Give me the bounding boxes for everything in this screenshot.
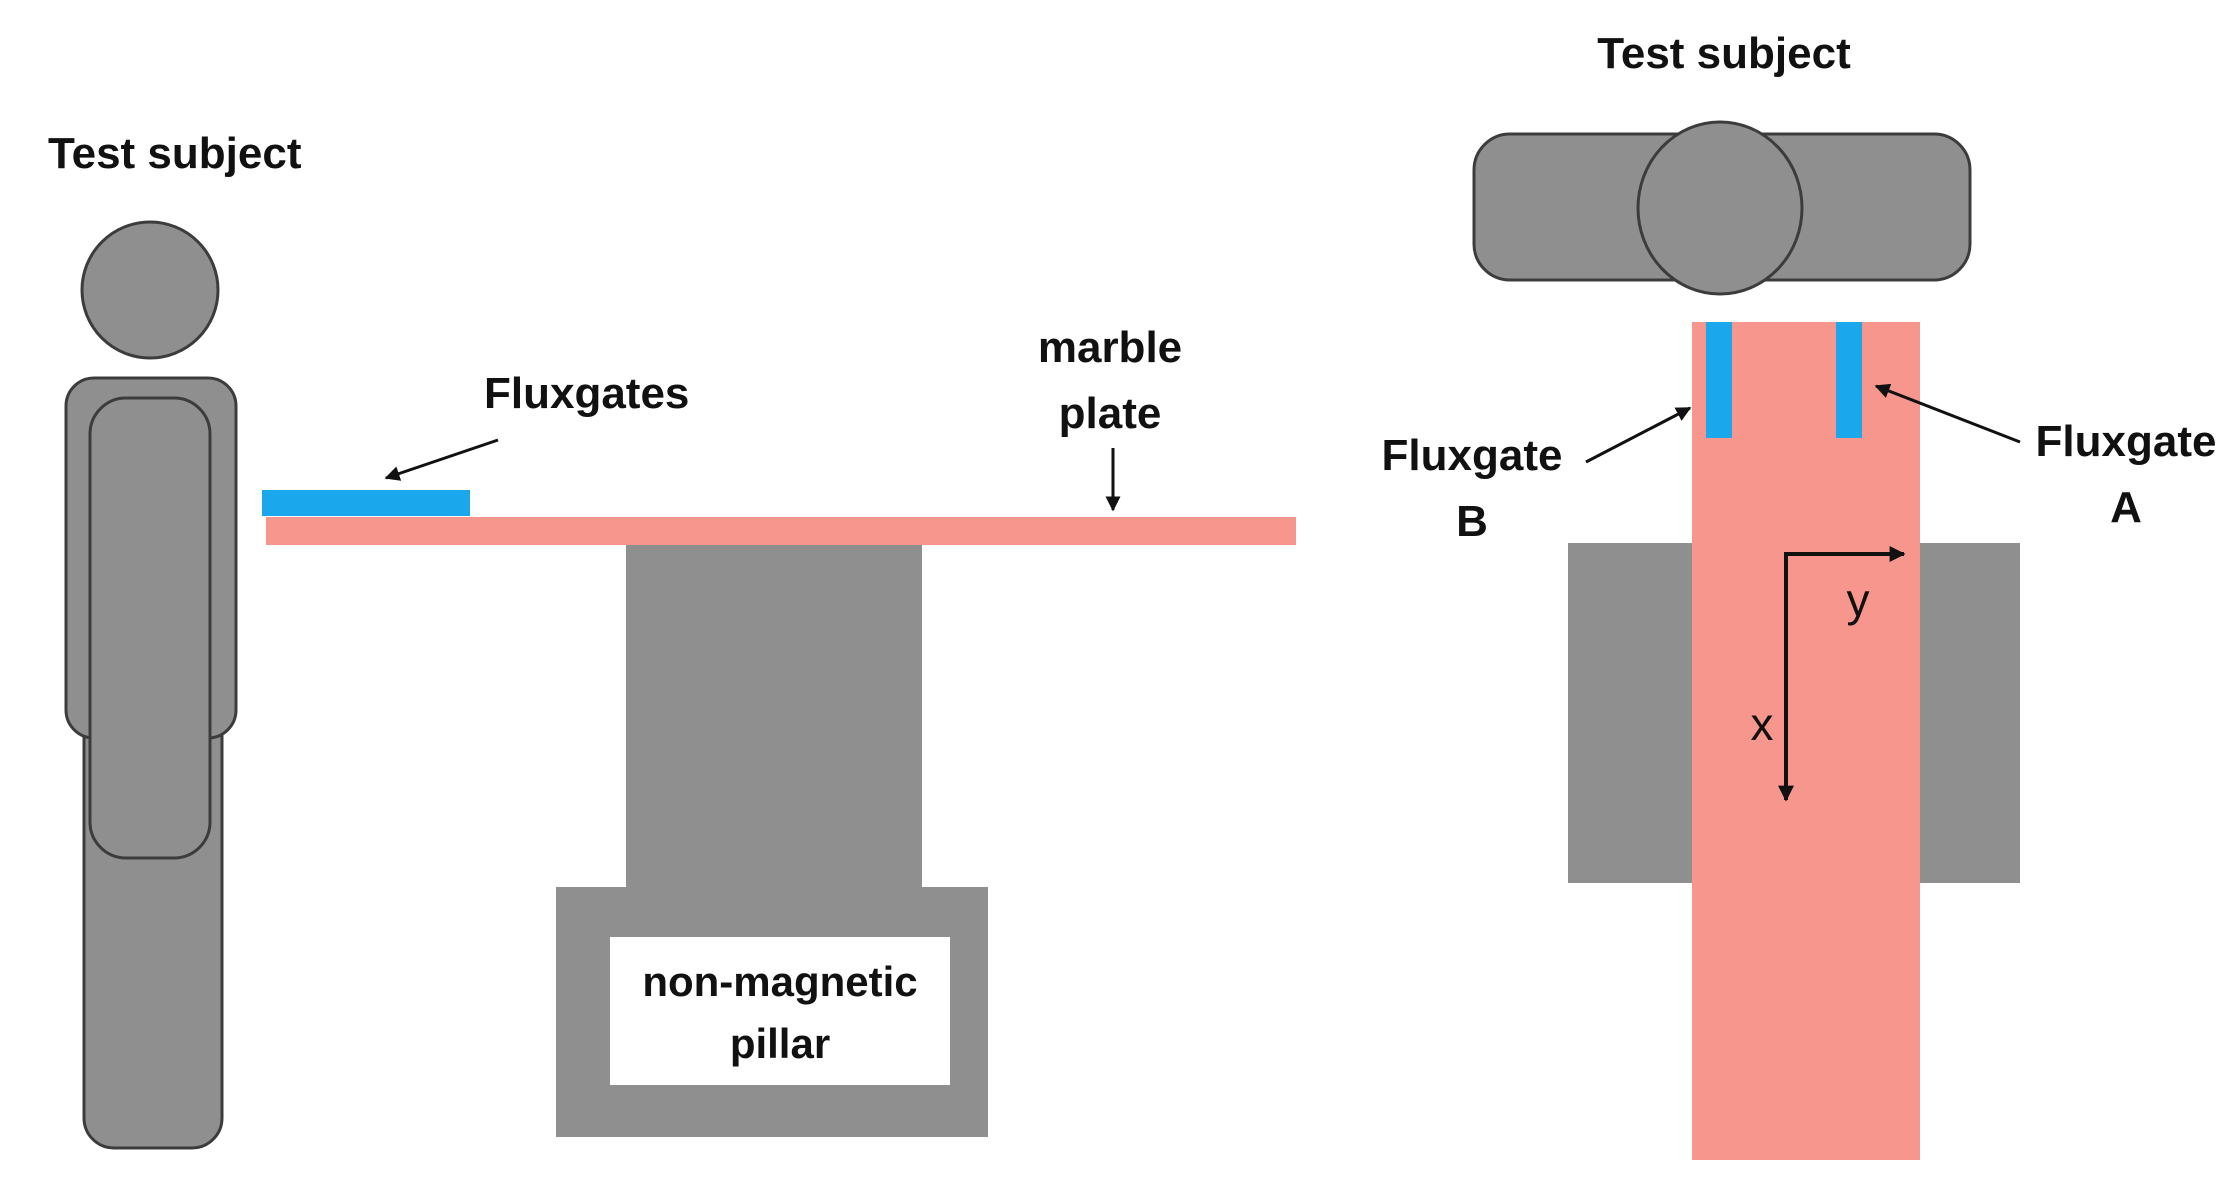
axis-y-label: y [1847,574,1870,626]
fluxgates-arrow [384,438,499,481]
pillar-label-box [610,937,950,1085]
subject-arm [88,396,212,860]
fluxgate-a-label-line1: Fluxgate [2036,417,2217,466]
fluxgate-b-arrow [1585,406,1692,464]
marble-plate-label-line1: marble [1038,323,1182,372]
subject-head-top [1636,120,1804,296]
fluxgate-b-label-line2: B [1456,497,1488,546]
pillar-label-line1: non-magnetic [642,958,917,1005]
marble-plate-top [1692,322,1920,1160]
fluxgates-sensor [262,490,470,516]
fluxgate-a-arrow [1874,383,2021,444]
side-view: Test subject non-magnetic pillar Fluxgat… [48,129,1296,1150]
pillar-column [626,542,922,890]
marble-plate [266,517,1296,545]
marble-plate-label-line2: plate [1059,389,1162,438]
subject-head [80,220,220,360]
fluxgate-a-label-line2: A [2110,483,2142,532]
fluxgates-label: Fluxgates [484,369,689,418]
side-test-subject-label: Test subject [48,129,302,178]
test-subject-side-figure [64,220,238,1150]
axis-x-label: x [1751,698,1774,750]
fluxgate-a-sensor [1836,322,1862,438]
top-test-subject-label: Test subject [1597,29,1851,78]
pillar-label-line2: pillar [730,1020,830,1067]
fluxgate-b-label-line1: Fluxgate [1382,431,1563,480]
fluxgate-b-sensor [1706,322,1732,438]
top-view: Test subject Fluxgate B Fluxgate A y x [1382,29,2217,1160]
